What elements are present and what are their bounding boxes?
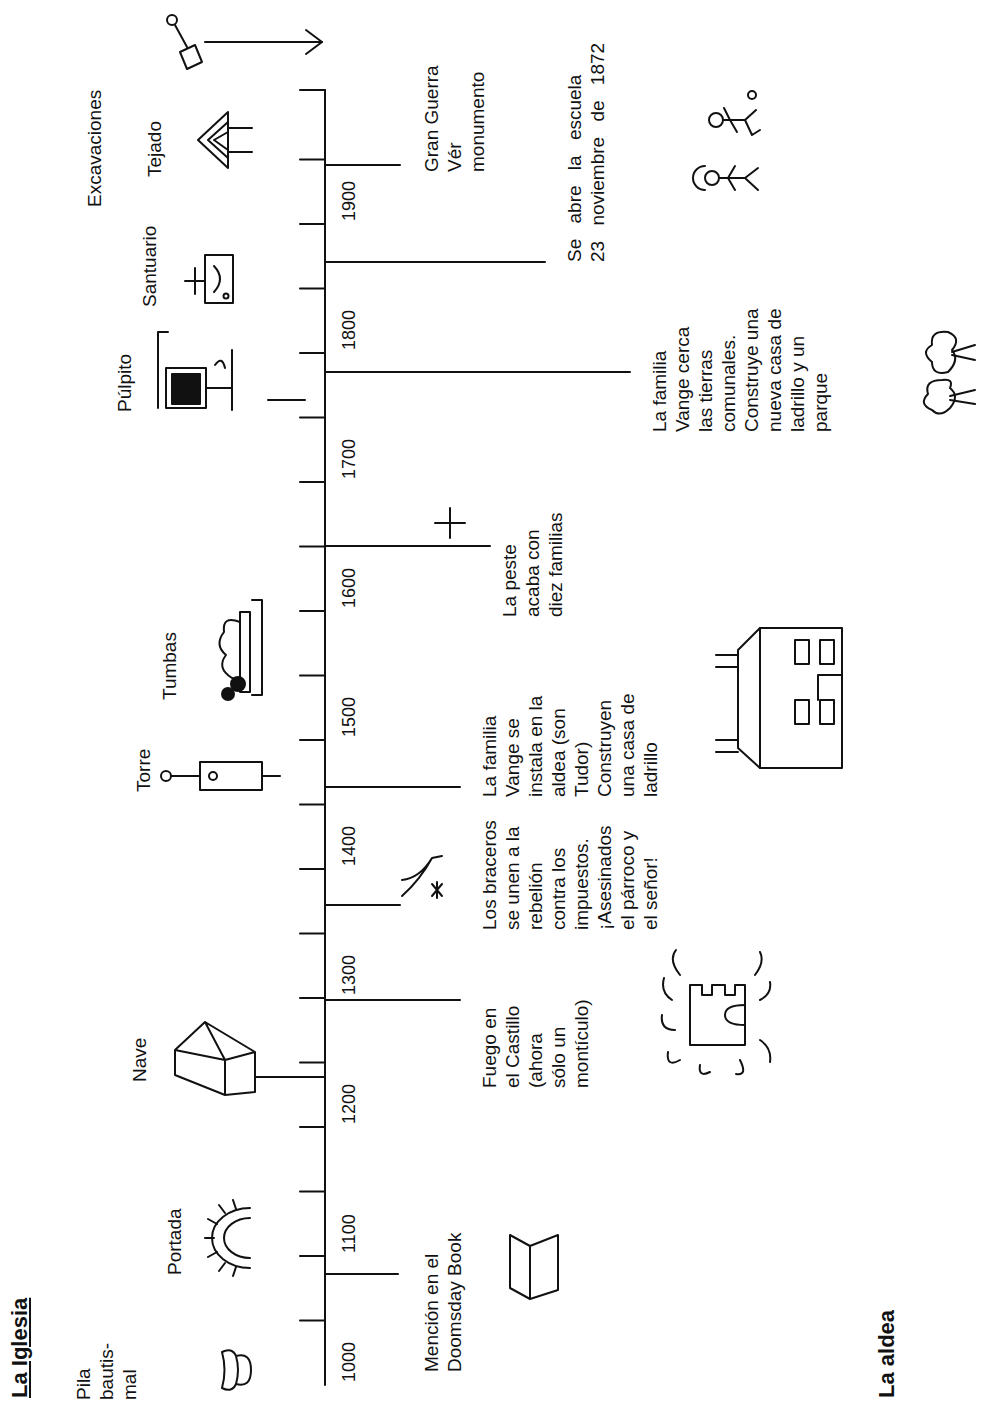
castle-icon bbox=[662, 950, 771, 1074]
event-line bbox=[325, 904, 400, 906]
year-label: 1100 bbox=[338, 1203, 361, 1253]
feature-label: Tejado bbox=[143, 102, 166, 177]
sanctuary-icon bbox=[185, 255, 233, 303]
leader-line bbox=[255, 1076, 325, 1078]
section-heading: La aldea bbox=[875, 1288, 898, 1398]
nave-icon bbox=[175, 1022, 255, 1095]
event-note: Gran Guerra Vér monumento bbox=[420, 62, 489, 172]
event-note: Mención en el Doomsday Book bbox=[420, 1222, 466, 1372]
park-trees-icon bbox=[924, 332, 975, 414]
excavation-icon bbox=[167, 15, 322, 69]
feature-label: Santuario bbox=[138, 207, 161, 307]
roof-icon bbox=[198, 112, 252, 168]
plague-cross bbox=[435, 508, 465, 538]
section-heading: La Iglesia bbox=[8, 1278, 31, 1398]
event-line bbox=[325, 545, 490, 547]
book-icon bbox=[510, 1235, 558, 1299]
event-note: La peste acaba con diez familias bbox=[498, 501, 567, 617]
axis-ticks bbox=[300, 90, 325, 1321]
year-label: 1500 bbox=[338, 687, 361, 737]
event-note: Los braceros se unen a la rebelión contr… bbox=[478, 818, 662, 930]
feature-label: Tumbas bbox=[158, 620, 181, 700]
event-line bbox=[325, 999, 460, 1001]
font-icon bbox=[222, 1350, 251, 1390]
feature-label: Torre bbox=[132, 732, 155, 792]
feature-label: Portada bbox=[163, 1195, 186, 1275]
feature-label: Púlpito bbox=[113, 332, 136, 412]
event-line bbox=[325, 371, 630, 373]
doorway-icon bbox=[205, 1200, 250, 1276]
feature-label: Excavaciones bbox=[83, 57, 106, 207]
event-note: Fuego en el Castillo (ahora sólo un mont… bbox=[478, 996, 593, 1088]
year-label: 1300 bbox=[338, 945, 361, 995]
tomb-icon bbox=[219, 600, 262, 700]
feature-label: Nave bbox=[128, 1027, 151, 1082]
house-icon bbox=[716, 628, 842, 768]
year-label: 1800 bbox=[338, 300, 361, 350]
event-note: La familia Vange se instala en la aldea … bbox=[478, 685, 662, 797]
year-label: 1900 bbox=[338, 171, 361, 221]
event-line bbox=[325, 261, 545, 263]
year-label: 1400 bbox=[338, 816, 361, 866]
year-label: 1700 bbox=[338, 429, 361, 479]
event-line bbox=[325, 164, 400, 166]
event-note: La familia Vange cerca las tierras comun… bbox=[648, 302, 832, 432]
tower-icon bbox=[161, 762, 280, 790]
event-line bbox=[325, 1273, 398, 1275]
event-line bbox=[325, 786, 460, 788]
children-icon bbox=[693, 91, 760, 190]
feature-label: Pila bautis- mal bbox=[72, 1334, 141, 1400]
leader-line bbox=[268, 399, 305, 401]
pulpit-icon bbox=[158, 332, 232, 410]
year-label: 1200 bbox=[338, 1074, 361, 1124]
year-label: 1000 bbox=[338, 1332, 361, 1382]
event-note: Se abre la escuela 23 noviembre de 1872 bbox=[563, 41, 609, 262]
year-label: 1600 bbox=[338, 558, 361, 608]
pitchfork-icon bbox=[402, 856, 442, 898]
